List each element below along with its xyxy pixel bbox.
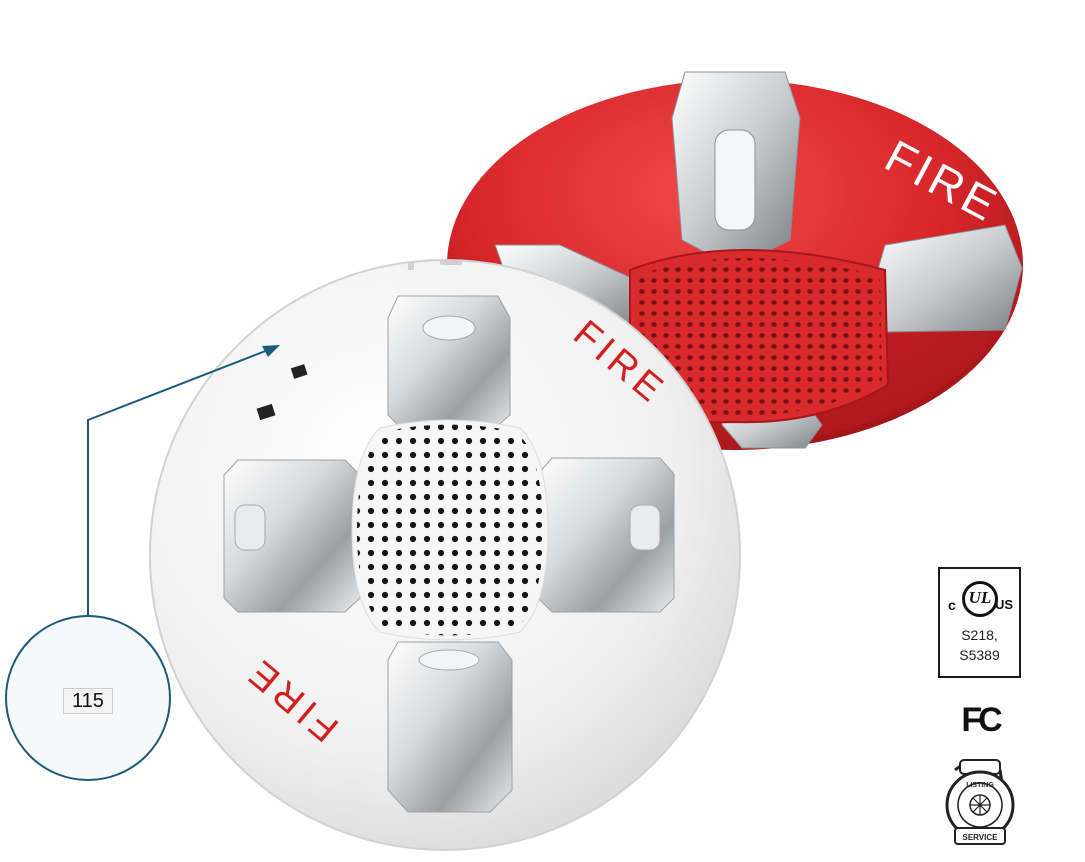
listing-text: LISTING <box>966 782 994 789</box>
ul-mark-row: c UL US <box>940 577 1019 617</box>
ul-us-text: US <box>994 597 1013 612</box>
fcc-logo: FC <box>961 701 1002 739</box>
setting-label: 115 <box>63 688 113 714</box>
white-ceiling-unit: FIRE FIRE <box>149 259 741 851</box>
ul-certification-badge: c UL US S218, S5389 <box>938 567 1021 678</box>
ul-code-1: S218, <box>961 627 998 643</box>
service-text: SERVICE <box>963 833 999 842</box>
ul-mark-text: UL <box>968 588 992 607</box>
ul-code-2: S5389 <box>959 647 1000 663</box>
listing-service-seal: LISTING SERVICE <box>945 759 1015 845</box>
ul-circle-icon: UL <box>962 581 998 617</box>
ul-c-text: c <box>948 597 956 613</box>
